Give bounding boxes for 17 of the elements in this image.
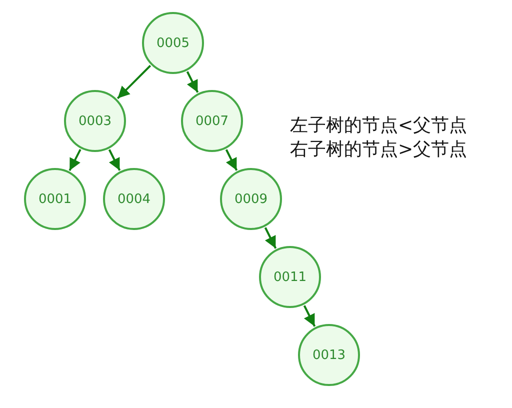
tree-node: 0013 <box>298 324 360 386</box>
tree-node: 0003 <box>64 90 126 152</box>
arrow <box>68 149 82 171</box>
arrow <box>108 149 121 171</box>
arrow <box>264 227 277 249</box>
note-text: 右子树的节点>父节点 <box>290 138 468 162</box>
tree-node: 0011 <box>259 246 321 308</box>
tree-node: 0004 <box>103 168 165 230</box>
tree-node: 0007 <box>181 90 243 152</box>
tree-node: 0001 <box>24 168 86 230</box>
arrow <box>225 149 238 171</box>
tree-node: 0009 <box>220 168 282 230</box>
tree-node: 0005 <box>142 12 204 74</box>
arrow <box>116 64 152 100</box>
arrow <box>186 71 199 93</box>
note-text: 左子树的节点<父节点 <box>290 114 468 138</box>
arrow <box>303 305 316 327</box>
